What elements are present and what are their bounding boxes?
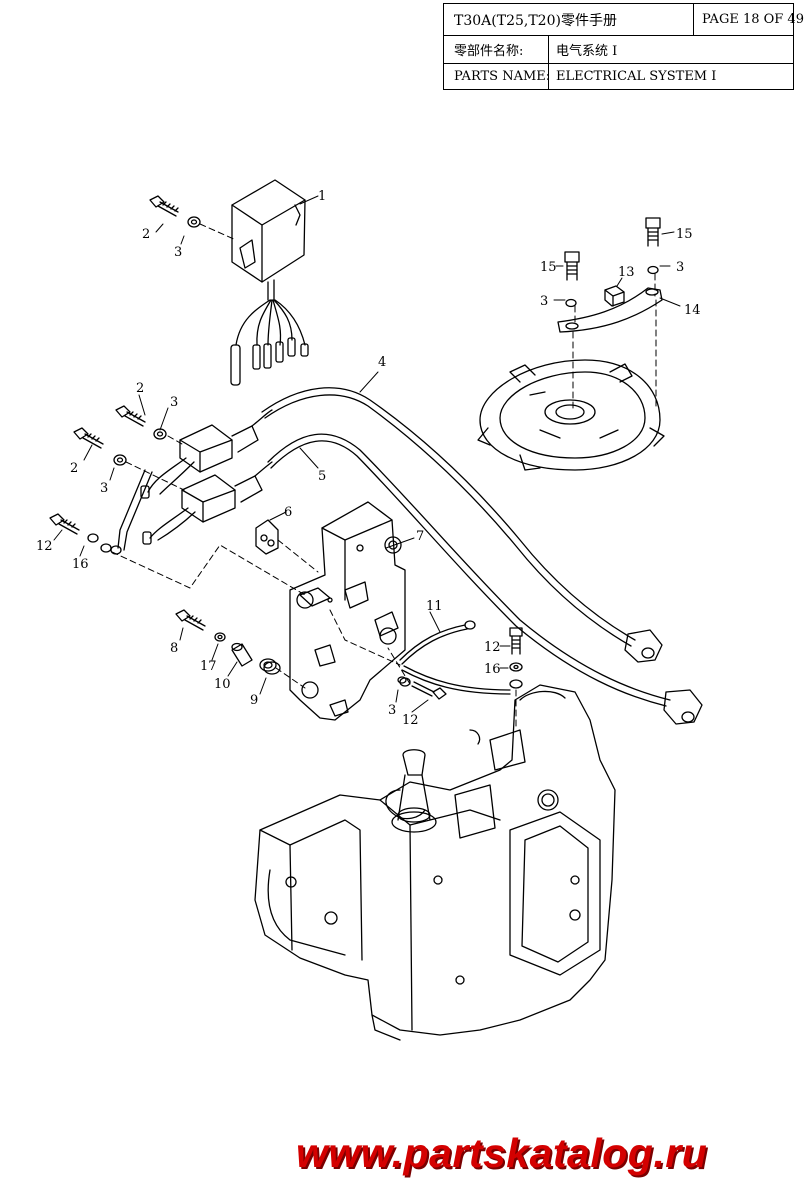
cdi-unit-drawing <box>230 179 309 386</box>
screw-15-left <box>564 251 580 308</box>
name-en-label: PARTS NAME: <box>454 69 551 84</box>
ignition-coil-lower <box>110 461 273 555</box>
callout-7: 7 <box>416 529 424 544</box>
screw-12-bottom <box>399 677 447 700</box>
callout-3-stator: 3 <box>540 294 548 309</box>
plate-14 <box>557 287 663 333</box>
mounting-bracket-7 <box>289 501 406 721</box>
screw-left-1 <box>115 405 167 440</box>
callout-1: 1 <box>318 189 326 204</box>
page-number: PAGE 18 OF 49 <box>702 12 804 27</box>
name-en-divider <box>548 64 549 89</box>
screw-12-right <box>509 627 523 689</box>
callout-11: 11 <box>426 599 443 614</box>
clamp-6 <box>255 519 279 555</box>
callout-14: 14 <box>684 303 701 318</box>
screw-left-3 <box>49 513 112 553</box>
leader-lines <box>53 195 681 713</box>
name-en-row: PARTS NAME: ELECTRICAL SYSTEM I <box>444 64 793 89</box>
title-block: T30A(T25,T20)零件手册 PAGE 18 OF 49 零部件名称: 电… <box>443 3 804 90</box>
callout-17: 17 <box>200 659 217 674</box>
callout-3-top: 3 <box>174 245 182 260</box>
screw-8-group <box>175 609 281 675</box>
callout-13: 13 <box>618 265 635 280</box>
callout-5: 5 <box>318 469 326 484</box>
name-cn-divider <box>548 36 549 63</box>
callout-3-left: 3 <box>100 481 108 496</box>
callout-10: 10 <box>214 677 231 692</box>
callout-2-mid: 2 <box>136 381 144 396</box>
name-cn-label: 零部件名称: <box>454 44 524 59</box>
callout-15-left: 15 <box>540 260 557 275</box>
document-title: T30A(T25,T20)零件手册 <box>454 12 617 29</box>
stator-base <box>477 359 665 471</box>
engine-block <box>254 684 616 1041</box>
callout-3-mid: 3 <box>170 395 178 410</box>
callout-12-left: 12 <box>36 539 53 554</box>
callout-2-left: 2 <box>70 461 78 476</box>
callout-2-top: 2 <box>142 227 150 242</box>
high-tension-lead-5 <box>267 433 703 725</box>
screw-top <box>149 195 201 228</box>
callout-3-bottom: 3 <box>388 703 396 718</box>
block-13 <box>604 285 625 307</box>
callout-6: 6 <box>284 505 292 520</box>
callout-15-right: 15 <box>676 227 693 242</box>
callout-9: 9 <box>250 693 258 708</box>
callout-12-right: 12 <box>484 640 501 655</box>
high-tension-lead-4 <box>261 387 663 663</box>
screw-left-2 <box>73 427 127 466</box>
name-cn-value: 电气系统 I <box>556 44 618 59</box>
title-divider <box>693 4 694 35</box>
dashed-mounting-lines <box>111 223 657 731</box>
callout-4: 4 <box>378 355 386 370</box>
screw-15-right <box>645 217 661 275</box>
name-cn-row: 零部件名称: 电气系统 I <box>444 36 793 64</box>
title-row: T30A(T25,T20)零件手册 PAGE 18 OF 49 <box>444 4 804 36</box>
name-en-value: ELECTRICAL SYSTEM I <box>556 69 717 84</box>
callout-12-bottom: 12 <box>402 713 419 728</box>
callout-3-right: 3 <box>676 260 684 275</box>
callout-8: 8 <box>170 641 178 656</box>
ignition-coil-upper <box>140 409 273 499</box>
callout-16-right: 16 <box>484 662 501 677</box>
callout-16-left: 16 <box>72 557 89 572</box>
ground-lead-11 <box>397 620 511 695</box>
watermark-url: www.partskatalog.ru <box>296 1130 708 1176</box>
